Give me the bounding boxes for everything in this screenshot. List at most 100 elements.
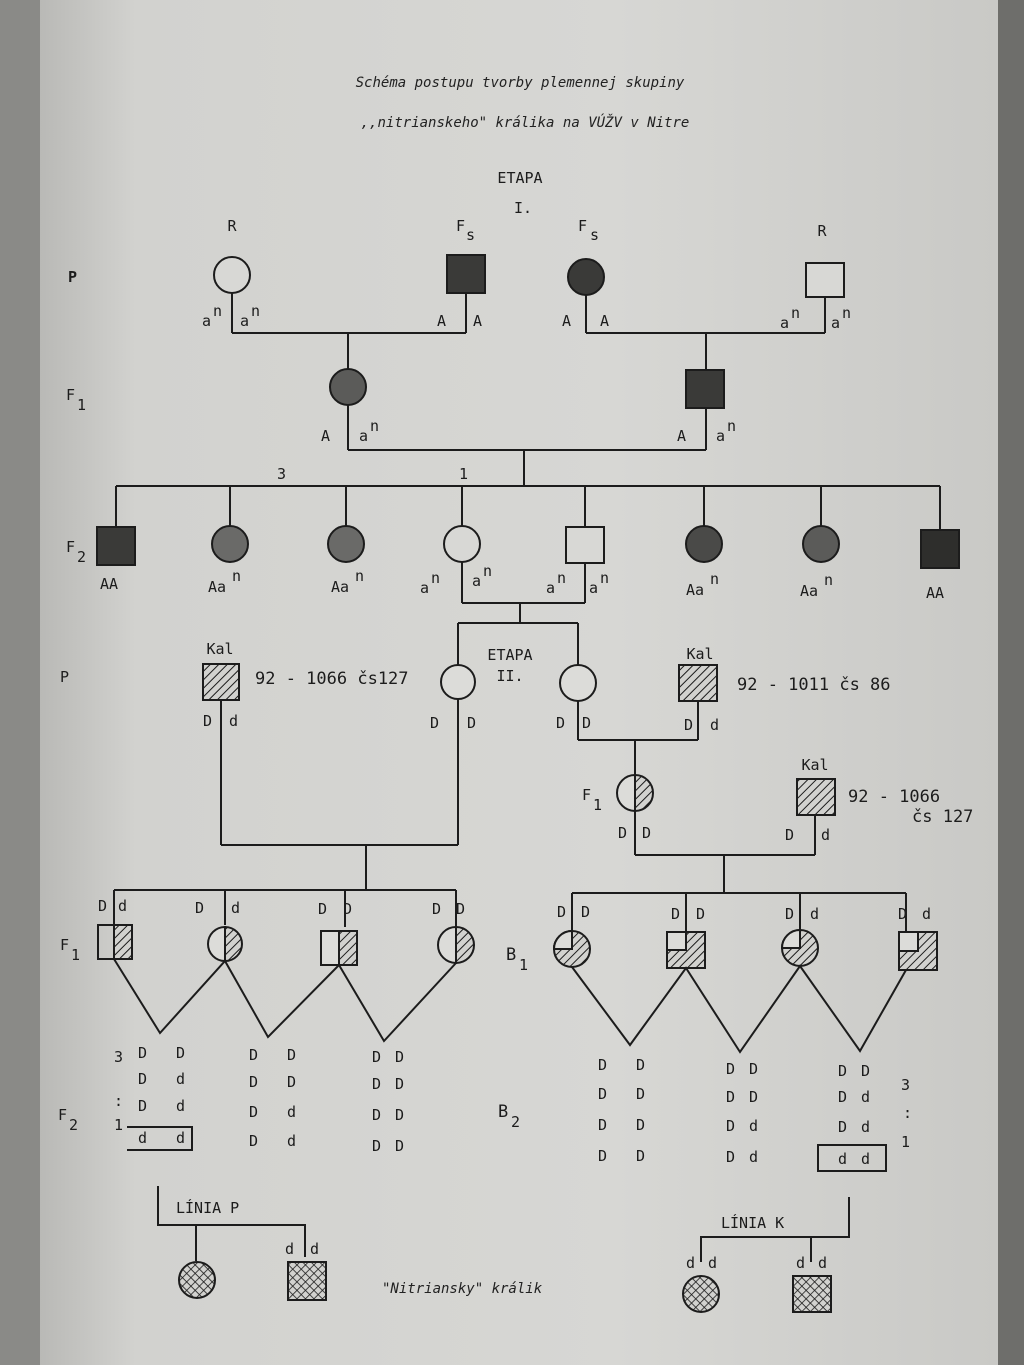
kal-left-male xyxy=(202,663,240,701)
f2-female-recessive xyxy=(443,525,481,563)
kal-right-label: Kal xyxy=(686,645,713,663)
b1-crossing-lines xyxy=(571,964,907,1054)
kal-b-code2: čs 127 xyxy=(912,807,973,827)
kal-right-code: 92 - 1011 čs 86 xyxy=(737,675,891,695)
row-label-f1-sub: 1 xyxy=(77,396,86,414)
allele-sup: n xyxy=(370,417,379,435)
genotype: D d xyxy=(838,1118,870,1136)
allele: D xyxy=(430,714,439,732)
allele: A xyxy=(321,427,330,445)
genotype: D d xyxy=(138,1070,185,1088)
ratio: : xyxy=(903,1104,912,1122)
line-k-label: LÍNIA K xyxy=(721,1213,784,1232)
row-label-f1: F xyxy=(66,386,75,404)
genotype: D D xyxy=(598,1116,645,1134)
genotype: D xyxy=(318,900,327,918)
genotype-sup: n xyxy=(483,562,492,580)
row-label-b2: B xyxy=(498,1102,508,1122)
genotype: D xyxy=(696,905,705,923)
genotype: D D xyxy=(372,1106,404,1124)
row-label-f1-low: F xyxy=(60,936,69,954)
allele: A xyxy=(437,312,446,330)
kal-b-code1: 92 - 1066 xyxy=(848,787,940,807)
genotype: d xyxy=(922,905,931,923)
line-p-male xyxy=(287,1261,327,1301)
kal-right-male xyxy=(678,664,718,702)
allele: D xyxy=(582,714,591,732)
row-label-f2-sub: 2 xyxy=(77,548,86,566)
allele: A xyxy=(600,312,609,330)
title-line-1: Schéma postupu tvorby plemennej skupiny xyxy=(356,75,685,91)
row-label-b1: B xyxy=(506,945,516,965)
parent-fs-left-label: F xyxy=(456,217,465,235)
ratio: 3 xyxy=(901,1076,910,1094)
paper-sheet xyxy=(40,0,998,1365)
title-line-2: ,,nitrianskeho" králika na VÚŽV v Nitre xyxy=(361,113,690,131)
b-f1-label-sub: 1 xyxy=(593,796,602,814)
genotype: a xyxy=(420,579,429,597)
f2-female xyxy=(802,525,840,563)
f1-low-male xyxy=(113,924,133,960)
genotype: D xyxy=(343,900,352,918)
line-p-label: LÍNIA P xyxy=(176,1198,239,1217)
f1-female xyxy=(329,368,367,406)
line-p-female xyxy=(178,1261,216,1299)
allele-sup: n xyxy=(727,417,736,435)
f2-male-aa xyxy=(96,526,136,566)
f2-female xyxy=(211,525,249,563)
footer-caption: "Nitriansky" králik xyxy=(382,1281,543,1297)
ratio: 1 xyxy=(901,1133,910,1151)
kal-left-code: 92 - 1066 čs127 xyxy=(255,669,409,689)
genotype: D xyxy=(785,905,794,923)
line-k-female xyxy=(682,1275,720,1313)
genotype-sup: n xyxy=(232,567,241,585)
genotype: D d xyxy=(138,1097,185,1115)
allele-sup: n xyxy=(251,302,260,320)
genotype: D D xyxy=(372,1137,404,1155)
genotype: D xyxy=(456,900,465,918)
allele: a xyxy=(831,314,840,332)
background-right xyxy=(998,0,1024,1365)
genotype: D D xyxy=(598,1147,645,1165)
row-label-p-mid: P xyxy=(60,668,69,686)
b-f1-female xyxy=(616,773,636,813)
genotype: d xyxy=(231,899,240,917)
allele-sup: n xyxy=(842,304,851,322)
row-label-f1-low-sub: 1 xyxy=(71,946,80,964)
line-k-male xyxy=(792,1275,832,1313)
parent-female-fs-right xyxy=(567,258,605,296)
f1-male xyxy=(685,369,725,409)
genotype: D d xyxy=(249,1103,296,1121)
genotype: a xyxy=(589,579,598,597)
allele: d xyxy=(796,1254,805,1272)
stage1-heading: ETAPA xyxy=(497,169,542,187)
parent-male-fs-left xyxy=(446,254,486,294)
b-f1-female-half xyxy=(634,773,654,813)
allele: A xyxy=(562,312,571,330)
genotype: AA xyxy=(100,575,118,593)
genotype: Aa xyxy=(686,581,704,599)
genotype-sup: n xyxy=(431,569,440,587)
parent-fs-right-label: F xyxy=(578,217,587,235)
allele: a xyxy=(780,314,789,332)
allele: a xyxy=(359,427,368,445)
allele: d xyxy=(229,712,238,730)
genotype: d xyxy=(810,905,819,923)
genotype: D D xyxy=(726,1088,758,1106)
parent-r-right-label: R xyxy=(817,222,827,240)
ratio: : xyxy=(114,1092,123,1110)
f1-low-female-2 xyxy=(455,925,475,965)
genotype-sup: n xyxy=(355,567,364,585)
genotype: D xyxy=(432,900,441,918)
stage1-number: I. xyxy=(514,199,532,217)
f1-low-female xyxy=(224,925,243,963)
stage2-female-left xyxy=(440,664,476,700)
allele: a xyxy=(716,427,725,445)
row-label-p: P xyxy=(68,268,77,286)
parent-fs-left-sub: s xyxy=(466,226,475,244)
b-f1-label: F xyxy=(582,786,591,804)
genotype: D xyxy=(557,903,566,921)
genotype: D D xyxy=(249,1073,296,1091)
parent-male-r-right xyxy=(805,262,845,298)
